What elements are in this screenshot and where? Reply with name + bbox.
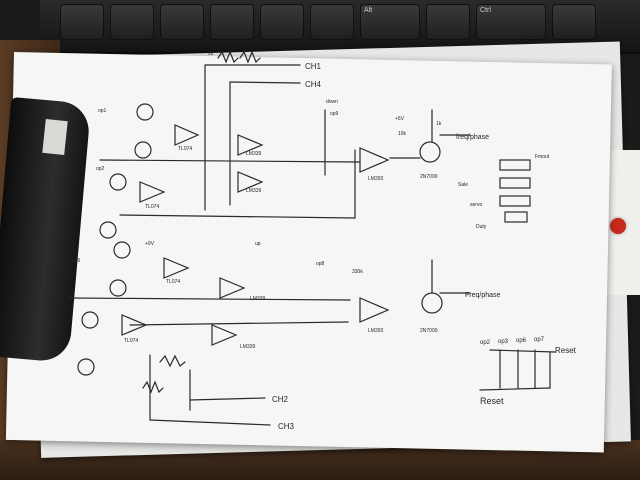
- label-op1: op1: [98, 108, 107, 114]
- label-op6: op6: [516, 338, 527, 344]
- signal-wire: [69, 297, 351, 301]
- potentiometer-symbol: [239, 50, 261, 64]
- comparator-symbol: [359, 147, 390, 173]
- keyboard-key: [426, 4, 470, 40]
- label-op2: op2: [480, 340, 491, 346]
- label-op6: op6: [72, 258, 81, 264]
- signal-wire: [479, 387, 551, 391]
- label-ch3: CH3: [278, 422, 295, 431]
- comparator-symbol: [211, 324, 238, 346]
- label-9v: +9V: [145, 241, 155, 247]
- label-freq-phase-upper: freq/phase: [456, 134, 489, 141]
- label-sale: Sale: [458, 182, 468, 188]
- label-5v: +5V: [395, 116, 405, 122]
- opamp-symbol: [163, 257, 190, 279]
- label-tl074: TL074: [178, 146, 192, 152]
- comparator-symbol: [219, 277, 246, 299]
- transistor-symbol: [136, 103, 154, 121]
- signal-wire: [189, 397, 266, 401]
- label-lm339: LM339: [246, 188, 262, 194]
- label-ch4: CH4: [305, 80, 322, 89]
- label-2n7000: 2N7000: [420, 174, 438, 180]
- keyboard-key: [310, 4, 354, 40]
- signal-wire: [119, 214, 356, 219]
- comparator-symbol: [237, 134, 264, 156]
- block-box: [499, 195, 531, 207]
- label-servo: servo: [470, 202, 482, 208]
- label-duty: Duty: [476, 224, 487, 230]
- opamp-symbol: [121, 314, 148, 336]
- opamp-symbol: [139, 181, 166, 203]
- label-op2: op2: [96, 166, 105, 172]
- transistor-symbol: [109, 279, 127, 297]
- transistor-symbol: [109, 173, 127, 191]
- label-330k: 330k: [352, 269, 363, 275]
- transistor-symbol: [81, 311, 99, 329]
- keyboard-key: [60, 4, 104, 40]
- label-op9: op9: [330, 111, 339, 117]
- label-10k: 10k: [398, 131, 407, 137]
- label-2k: 2k: [208, 51, 214, 57]
- keyboard-key-ctrl: Ctrl: [476, 4, 546, 40]
- keyboard-key: [260, 4, 304, 40]
- label-lm339: LM339: [240, 344, 256, 350]
- mosfet-symbol: [421, 292, 443, 314]
- label-ch1: CH1: [305, 62, 322, 71]
- label-lm393: LM393: [368, 176, 384, 182]
- keyboard: Alt Ctrl: [40, 0, 640, 54]
- signal-wire: [489, 349, 556, 353]
- keyboard-key: [552, 4, 596, 40]
- transistor-symbol: [99, 221, 117, 239]
- block-box: [499, 159, 531, 171]
- keyboard-key: [210, 4, 254, 40]
- potentiometer-symbol: [142, 380, 164, 394]
- opamp-symbol: [174, 124, 200, 146]
- label-1k: 1k: [436, 121, 442, 127]
- mosfet-symbol: [419, 141, 441, 163]
- transistor-symbol: [77, 358, 95, 376]
- label-down: down: [326, 99, 338, 105]
- transistor-symbol: [134, 141, 152, 159]
- label-fmout: Fmout: [535, 154, 550, 160]
- label-tl074: TL074: [124, 338, 138, 344]
- label-reset: Reset: [555, 346, 577, 355]
- label-tl074: TL074: [145, 204, 159, 210]
- block-box: [504, 211, 528, 223]
- label-lm339: LM339: [246, 151, 262, 157]
- comparator-symbol: [237, 171, 264, 193]
- label-op3: op3: [498, 339, 509, 345]
- label-tl074: TL074: [166, 279, 180, 285]
- signal-wire: [129, 321, 349, 326]
- comparator-symbol: [359, 297, 390, 323]
- signal-wire: [229, 81, 301, 84]
- transistor-symbol: [113, 241, 131, 259]
- potentiometer-symbol: [159, 354, 186, 368]
- block-box: [499, 177, 531, 189]
- label-lm393: LM393: [368, 328, 384, 334]
- potentiometer-symbol: [217, 50, 239, 64]
- label-freq-phase-lower: Freq/phase: [465, 292, 501, 299]
- red-pushpin: [610, 218, 626, 234]
- label-op8: op8: [316, 261, 325, 267]
- keyboard-key: [160, 4, 204, 40]
- label-reset: Reset: [480, 396, 504, 406]
- label-lm339: LM339: [250, 296, 266, 302]
- keyboard-key: [110, 4, 154, 40]
- label-up: up: [255, 241, 261, 247]
- signal-wire: [149, 419, 271, 426]
- label-2n7000: 2N7000: [420, 328, 438, 334]
- label-op7: op7: [534, 337, 545, 343]
- keyboard-key-alt: Alt: [360, 4, 420, 40]
- label-ch2: CH2: [272, 395, 289, 404]
